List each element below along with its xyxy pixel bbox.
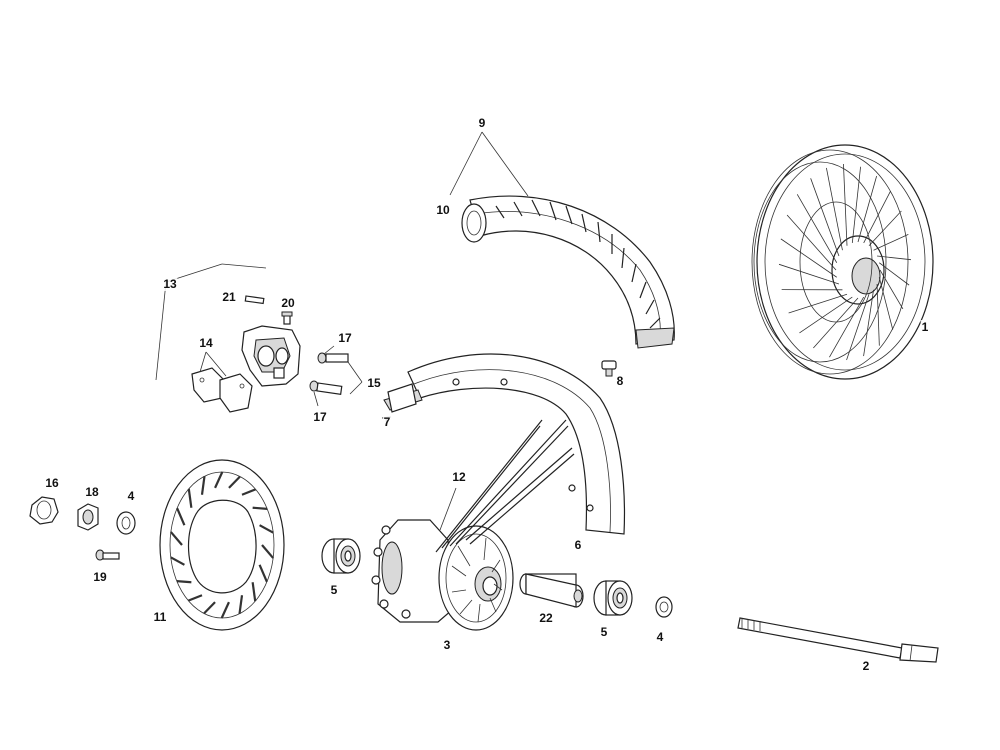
callout-20: 20 [280, 296, 296, 310]
callout-6: 6 [573, 538, 583, 552]
bearing-right [593, 580, 633, 616]
spoke-line [879, 262, 910, 286]
spoke-line [846, 294, 870, 361]
spoke-line [877, 255, 912, 261]
bearing-left [321, 538, 361, 574]
disc-slot [170, 556, 185, 566]
disc-bolt [95, 549, 120, 561]
wheel-axle [737, 617, 939, 663]
disc-slot [241, 488, 257, 496]
spoke-line [878, 277, 894, 330]
lock-nut [77, 503, 99, 531]
callout-13: 13 [162, 277, 178, 291]
pad-pin [244, 295, 265, 305]
callout-17-lower: 17 [312, 410, 328, 424]
rim-lock [601, 360, 617, 377]
disc-slot [214, 471, 224, 489]
wheel-rim [383, 353, 626, 535]
disc-slot [176, 580, 192, 584]
spoke-line [863, 190, 891, 244]
spoke-line [796, 194, 838, 263]
spoke-line [810, 178, 840, 257]
complete-wheel [751, 144, 934, 380]
spacer-tube [519, 573, 584, 608]
spoke-line [813, 297, 859, 349]
disc-slot [170, 531, 183, 546]
spoke-line [863, 289, 874, 357]
callout-15: 15 [366, 376, 382, 390]
disc-slot [238, 595, 244, 614]
disc-slot [176, 507, 186, 526]
disc-slot [252, 506, 268, 510]
disc-slot [203, 601, 216, 615]
spoke-line [876, 283, 880, 346]
caliper-bolt-upper [317, 352, 349, 364]
disc-slot [200, 476, 206, 495]
callout-10: 10 [435, 203, 451, 217]
callout-8: 8 [615, 374, 625, 388]
callout-12: 12 [451, 470, 467, 484]
spoke-line [843, 164, 848, 246]
disc-slot [261, 544, 274, 559]
bleed-screw [281, 311, 293, 325]
axle-nut [29, 496, 59, 525]
brake-caliper [241, 325, 301, 387]
callout-9: 9 [477, 116, 487, 130]
callout-11: 11 [152, 610, 168, 624]
disc-slot [259, 524, 274, 534]
callout-16: 16 [44, 476, 60, 490]
callout-3: 3 [442, 638, 452, 652]
disc-slot [258, 564, 268, 583]
brake-pads [191, 367, 253, 413]
spoke-line [829, 296, 865, 358]
callout-19: 19 [92, 570, 108, 584]
callout-5-right: 5 [599, 625, 609, 639]
disc-slot [187, 594, 203, 602]
spokes [435, 419, 575, 553]
spoke-line [868, 210, 902, 247]
callout-4-left: 4 [126, 489, 136, 503]
callout-14: 14 [198, 336, 214, 350]
wheel-hub [371, 519, 514, 631]
caliper-bolt-lower [309, 380, 343, 395]
washer-right [655, 596, 673, 618]
spoke-line [873, 234, 909, 251]
washer-left [116, 511, 136, 535]
callout-1: 1 [920, 320, 930, 334]
disc-slot [187, 488, 193, 508]
spoke-line [826, 167, 843, 251]
callout-4-right: 4 [655, 630, 665, 644]
spoke-line [786, 214, 837, 271]
spoke-line [799, 296, 853, 334]
tyre-and-tube [461, 195, 675, 349]
callout-5-left: 5 [329, 583, 339, 597]
callout-21: 21 [221, 290, 237, 304]
leader-lines [155, 131, 529, 531]
disc-slot [251, 582, 257, 602]
callout-7: 7 [382, 415, 392, 429]
spoke-line [780, 238, 837, 278]
callout-18: 18 [84, 485, 100, 499]
spoke-line [788, 293, 848, 314]
spoke-line [879, 269, 904, 310]
spoke-line [857, 175, 878, 243]
spoke-line [778, 263, 840, 285]
spoke-line [851, 166, 861, 243]
callout-17-upper: 17 [337, 331, 353, 345]
disc-slot [220, 601, 230, 619]
callout-22: 22 [538, 611, 554, 625]
brake-disc [159, 459, 285, 631]
disc-slot [228, 475, 241, 489]
callout-2: 2 [861, 659, 871, 673]
